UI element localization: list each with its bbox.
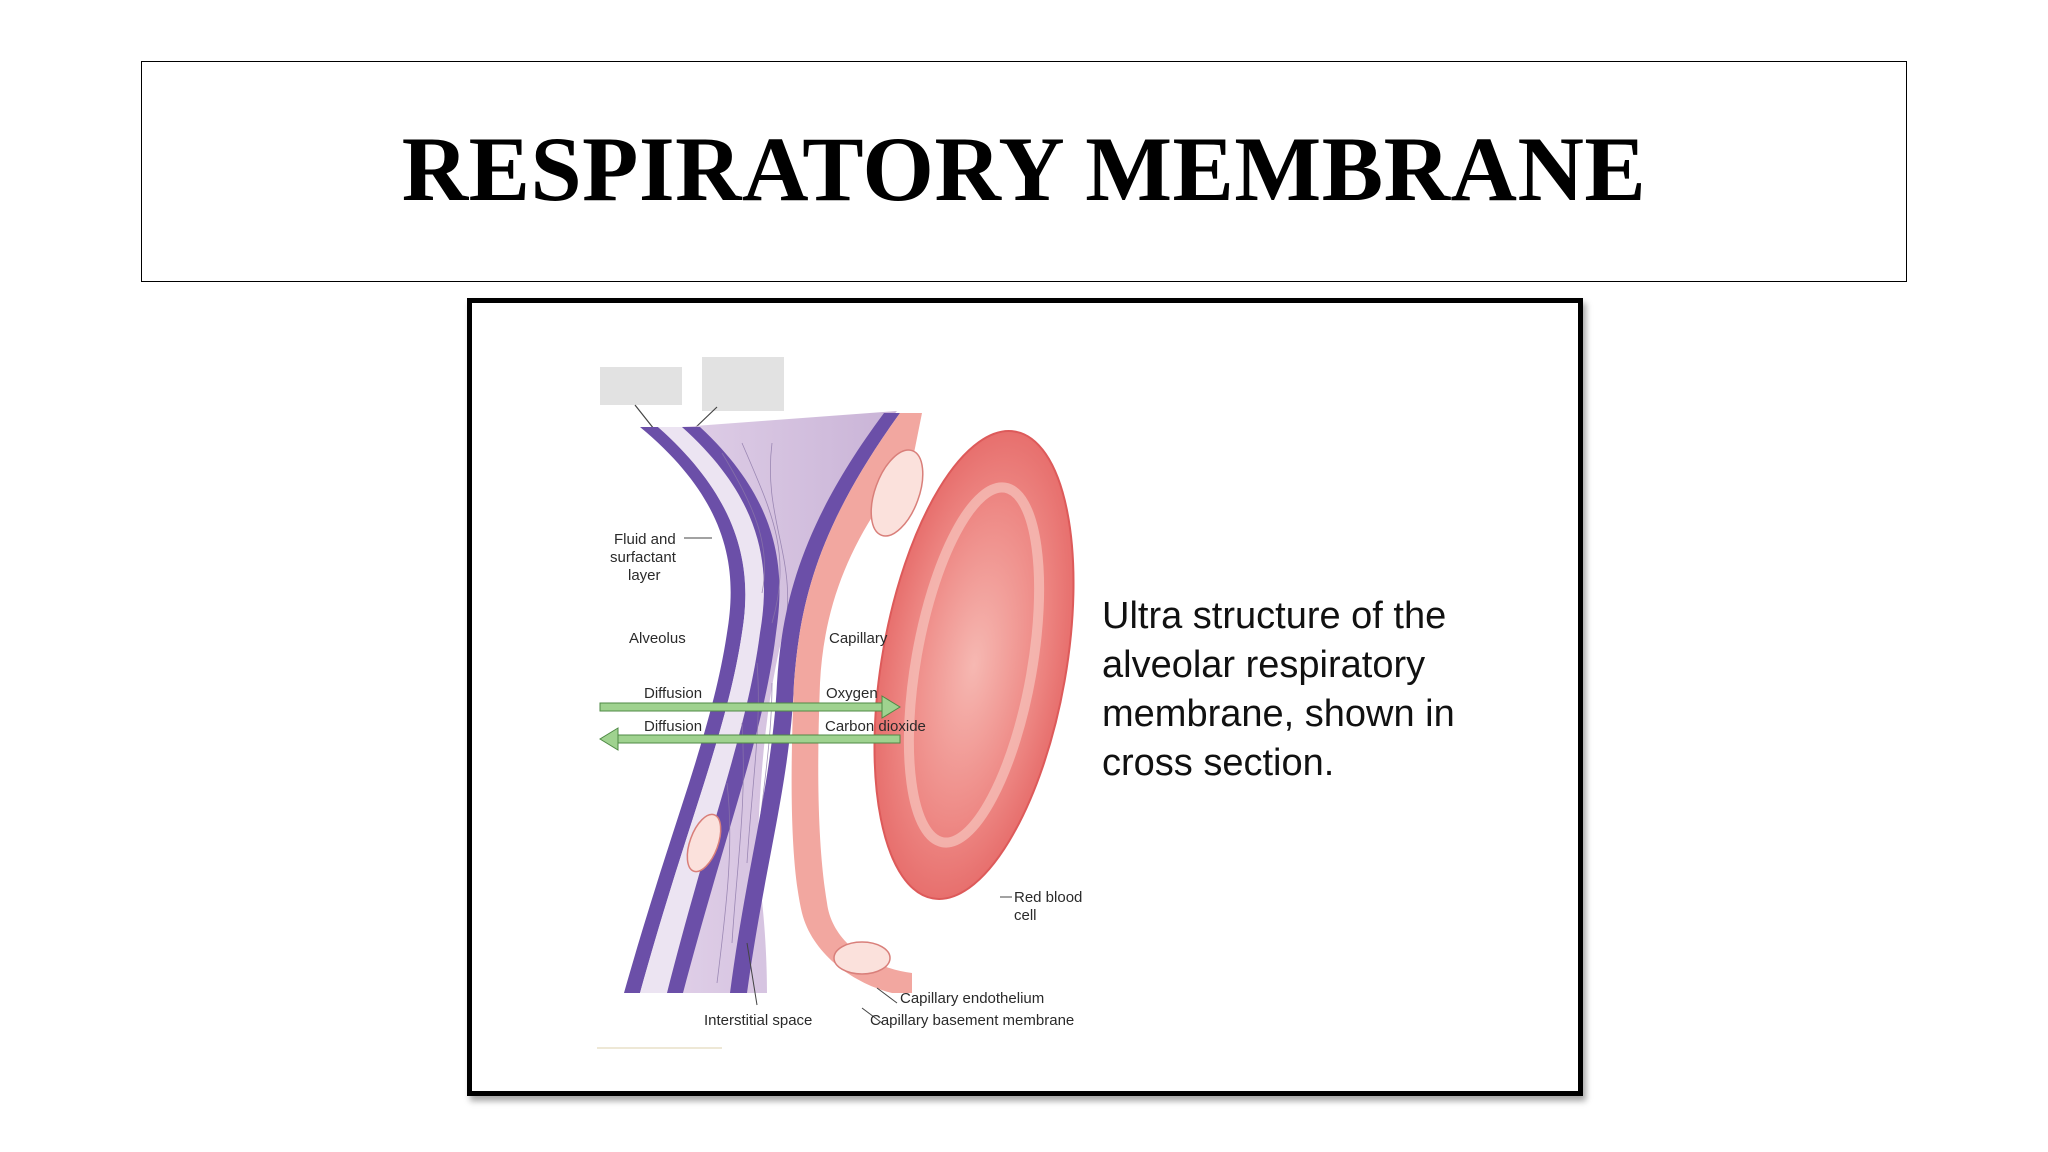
leader-line (693, 406, 718, 430)
capillary-endothelium (791, 413, 922, 993)
fluid-surfactant-label-2: surfactant (610, 549, 677, 566)
interstitial-space-label: Interstitial space (704, 1012, 812, 1029)
fluid-surfactant-label-1: Fluid and (614, 531, 676, 548)
epithelial-nucleus (686, 813, 722, 873)
capillary-basement-membrane-label: Capillary basement membrane (870, 1012, 1074, 1029)
carbon-dioxide-diffusion-arrow (599, 727, 901, 751)
blurred-label-box-1 (600, 367, 682, 405)
leader-line (746, 942, 758, 1006)
oxygen-diffusion-arrow (599, 695, 901, 719)
diffusion-label-1: Diffusion (644, 685, 702, 702)
title-box: RESPIRATORY MEMBRANE (141, 61, 1907, 282)
diffusion-label-2: Diffusion (644, 718, 702, 735)
respiratory-membrane-diagram: Fluid and surfactant layer Alveolus Capi… (597, 357, 1082, 1049)
carbon-dioxide-label: Carbon dioxide (825, 718, 926, 735)
red-blood-cell (873, 430, 1075, 900)
figure-caption: Ultra structure of the alveolar respirat… (1102, 595, 1455, 784)
red-blood-cell-highlight (903, 482, 1045, 848)
capillary-endothelium-label: Capillary endothelium (900, 990, 1044, 1007)
slide-title: RESPIRATORY MEMBRANE (401, 117, 1647, 220)
endothelial-nucleus (833, 941, 891, 975)
leader-line (861, 1007, 883, 1024)
oxygen-label: Oxygen (826, 685, 878, 702)
leader-line (876, 987, 898, 1004)
red-blood-cell-label-2: cell (1014, 907, 1037, 924)
capillary-basement-membrane (730, 413, 900, 993)
leader-line (634, 404, 655, 430)
figure-frame: Fluid and surfactant layer Alveolus Capi… (467, 298, 1583, 1096)
red-blood-cell-label-1: Red blood (1014, 889, 1082, 906)
alveolus-label: Alveolus (629, 630, 686, 647)
fluid-surfactant-label-3: layer (628, 567, 661, 584)
blurred-label-box-2 (702, 357, 784, 411)
endothelial-nucleus (870, 449, 924, 537)
capillary-label: Capillary (829, 630, 888, 647)
